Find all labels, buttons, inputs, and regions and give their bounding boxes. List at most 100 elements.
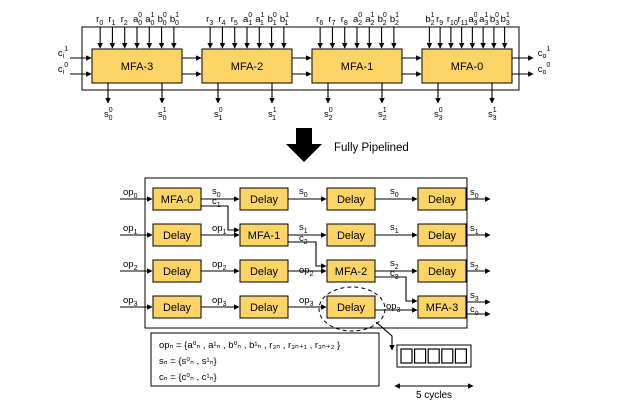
top-carry-links: [70, 55, 534, 77]
mfa-block: [421, 48, 513, 84]
top-input-arrows: [97, 27, 508, 49]
delay-cell: [400, 348, 413, 364]
delay-caption: 5 cycles: [416, 390, 452, 401]
wire-label: s1: [390, 222, 399, 235]
mfa-block: [311, 48, 403, 84]
input-label: r10: [447, 14, 458, 27]
pipeline-block-label: Delay: [337, 194, 366, 206]
pipeline-block-label: Delay: [337, 230, 366, 242]
op-input-label: op2: [123, 259, 138, 272]
mfa-block-label: MFA-0: [451, 61, 483, 73]
legend-c: cₙ = {c⁰ₙ , c¹ₙ}: [159, 372, 217, 383]
delay-highlight: [318, 286, 386, 332]
input-label: r5: [231, 14, 238, 27]
down-arrow-icon: [286, 128, 322, 162]
op-input-label: op3: [123, 295, 138, 308]
pipeline-block-label: MFA-3: [426, 302, 458, 314]
pipeline-block-label: Delay: [337, 302, 366, 314]
mfa-block-label: MFA-1: [341, 61, 373, 73]
pipeline-block-label: Delay: [428, 194, 457, 206]
wire-label: s0: [299, 186, 308, 199]
pipeline-block-label: Delay: [163, 302, 192, 314]
carry-out-1: co1: [538, 46, 551, 60]
delay-cell: [427, 348, 440, 364]
wire-label: op3: [386, 301, 401, 314]
pipeline-block-label: Delay: [250, 194, 279, 206]
input-label: r7: [328, 14, 335, 27]
input-label: r6: [316, 14, 323, 27]
legend-op: opₙ = {a⁰ₙ , a¹ₙ , b⁰ₙ , b¹ₙ , r₃ₙ , r₃ₙ…: [159, 340, 340, 351]
pipeline-block-label: Delay: [428, 266, 457, 278]
pipeline-block-label: Delay: [250, 302, 279, 314]
input-label: r1: [108, 14, 115, 27]
top-blocks: MFA-3 MFA-2 MFA-1 MFA-0: [91, 48, 513, 84]
carry-in-1: ci1: [58, 46, 68, 60]
output-label: s2: [470, 259, 479, 272]
pipeline-block-label: MFA-2: [335, 266, 367, 278]
delay-detail: 5 cycles: [394, 344, 474, 401]
input-label: r4: [218, 14, 225, 27]
wire-label: s0: [212, 186, 221, 199]
pipeline-block-label: Delay: [428, 230, 457, 242]
wire-label: op1: [212, 223, 227, 236]
input-label: r0: [96, 14, 103, 27]
wire-label: s1: [299, 222, 308, 235]
input-label: r9: [436, 14, 443, 27]
delay-block: [326, 295, 376, 319]
output-label: s0: [470, 187, 479, 200]
delay-cell: [414, 348, 427, 364]
pipeline-block-label: Delay: [250, 266, 279, 278]
pipeline-block-label: Delay: [163, 266, 192, 278]
wire-label: op3: [212, 295, 227, 308]
mfa-block: [201, 48, 293, 84]
input-label: r11: [458, 14, 469, 27]
op-input-label: op0: [123, 187, 138, 200]
carry-in-0: ci0: [58, 62, 68, 76]
transition-label: Fully Pipelined: [334, 142, 409, 154]
pipeline-block-label: MFA-1: [248, 230, 280, 242]
legend-s: sₙ = {s⁰ₙ , s¹ₙ}: [159, 356, 217, 367]
mfa-block: [417, 295, 467, 319]
wire-label: s2: [390, 258, 399, 271]
wire-label: s0: [390, 186, 399, 199]
wire-label: op3: [299, 295, 314, 308]
wire-label: c2: [299, 233, 308, 246]
output-label: s1: [470, 223, 479, 236]
pipeline-block-label: MFA-0: [161, 194, 193, 206]
legend: opₙ = {a⁰ₙ , a¹ₙ , b⁰ₙ , b¹ₙ , r₃ₙ , r₃ₙ…: [150, 332, 380, 387]
mfa-block-label: MFA-3: [121, 61, 153, 73]
output-label: s3: [470, 290, 479, 303]
op-input-label: op1: [123, 223, 138, 236]
wire-label: c1: [212, 196, 221, 209]
carry-out-0: co0: [538, 62, 551, 76]
mfa-block: [91, 48, 183, 84]
mfa-block-label: MFA-2: [231, 61, 263, 73]
wire-label: op2: [212, 259, 227, 272]
input-label: r2: [121, 14, 128, 27]
carry-labels: ci1 ci0 co1 co0: [58, 46, 550, 76]
output-label: co: [470, 304, 479, 317]
delay-detail-pointer: [375, 321, 395, 351]
